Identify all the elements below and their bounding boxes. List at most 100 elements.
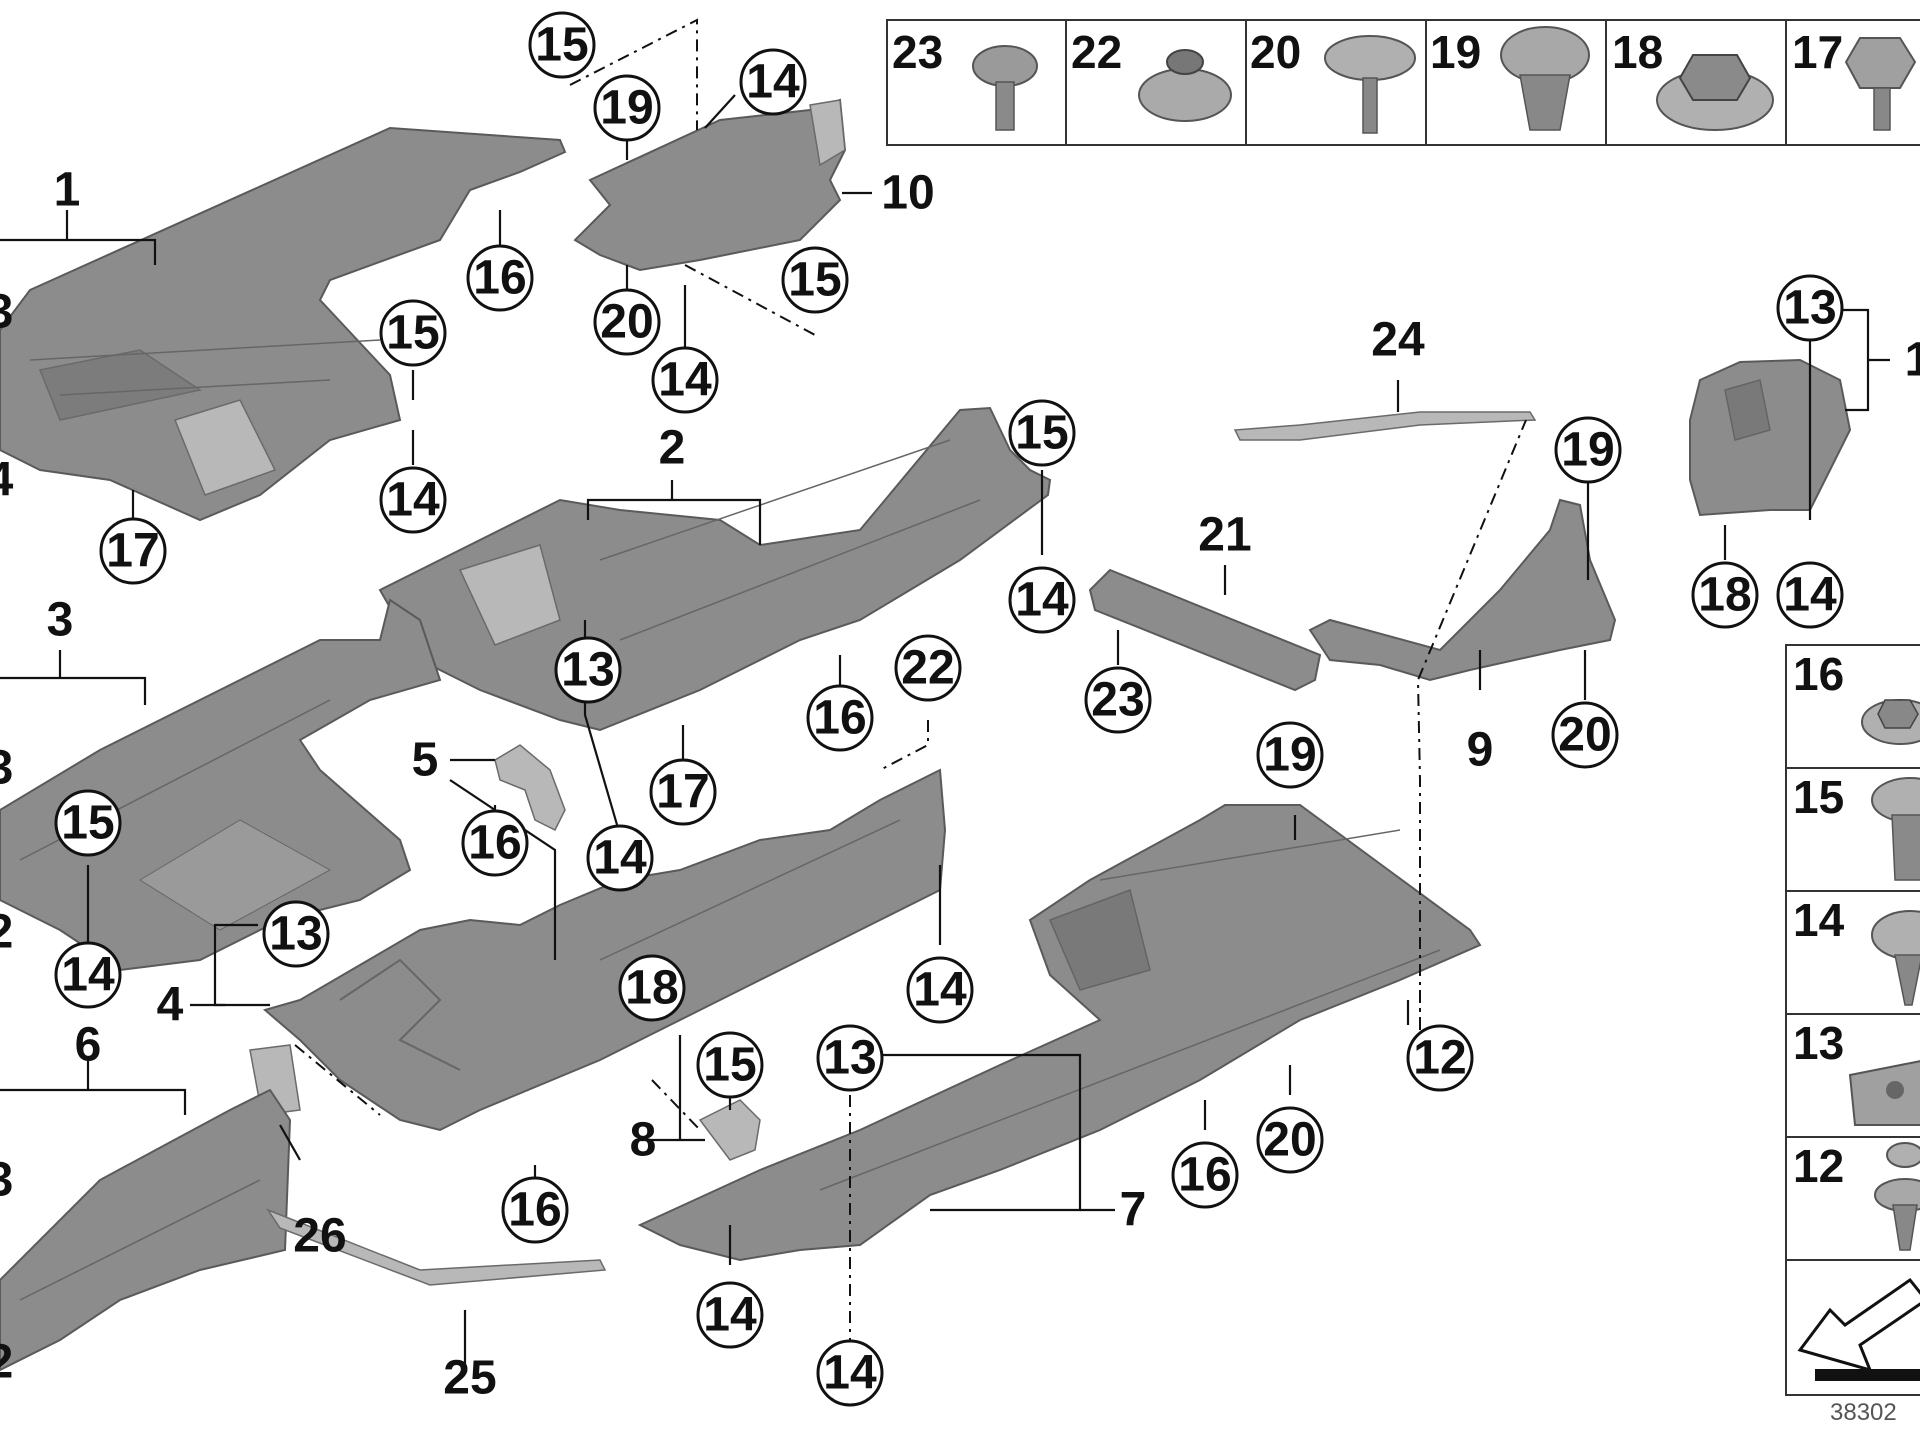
callout-circle: 16 bbox=[501, 1176, 569, 1244]
push-rivet-icon bbox=[1871, 910, 1920, 1006]
callout-circle: 14 bbox=[816, 1339, 884, 1407]
svg-text:14: 14 bbox=[823, 1347, 877, 1400]
view-direction-icon bbox=[1797, 1277, 1920, 1381]
fastener-cell-15: 15 bbox=[1793, 771, 1920, 881]
fastener-label-18: 18 bbox=[1612, 26, 1663, 78]
callout-circle: 16 bbox=[461, 809, 529, 877]
edge-label: 3 bbox=[0, 742, 13, 795]
edge-label: 1 bbox=[1905, 334, 1920, 387]
edge-label: 3 bbox=[0, 1154, 13, 1207]
fastener-cell-16: 16 bbox=[1793, 648, 1920, 745]
part-number-label: 5 bbox=[412, 734, 439, 787]
callout-circle: 14 bbox=[379, 466, 447, 534]
part-7-long-panel bbox=[637, 804, 1482, 1262]
fastener-cell-22: 22 bbox=[1071, 26, 1232, 122]
part-number-label: 26 bbox=[293, 1210, 346, 1263]
fastener-label-22: 22 bbox=[1071, 26, 1122, 78]
part-11-wheel-arch bbox=[1689, 358, 1852, 517]
callout-circle: 13 bbox=[816, 1024, 884, 1092]
callout-circle: 13 bbox=[262, 900, 330, 968]
svg-text:14: 14 bbox=[703, 1289, 757, 1342]
part-number-label: 8 bbox=[630, 1114, 657, 1167]
svg-text:13: 13 bbox=[561, 644, 614, 697]
svg-text:15: 15 bbox=[535, 19, 588, 72]
svg-text:15: 15 bbox=[788, 254, 841, 307]
fastener-label-20: 20 bbox=[1250, 26, 1301, 78]
edge-label: 2 bbox=[0, 1336, 13, 1389]
part-5-bracket bbox=[494, 744, 566, 832]
part-9-bracket bbox=[1308, 498, 1617, 682]
callout-circle: 15 bbox=[696, 1031, 764, 1099]
fastener-cell-14: 14 bbox=[1793, 894, 1920, 1006]
fastener-cell-12: 12 bbox=[1793, 1140, 1920, 1251]
svg-text:18: 18 bbox=[625, 962, 678, 1015]
svg-text:14: 14 bbox=[61, 949, 115, 1002]
svg-text:14: 14 bbox=[593, 832, 647, 885]
svg-text:14: 14 bbox=[1015, 574, 1069, 627]
svg-text:17: 17 bbox=[656, 766, 709, 819]
hex-bolt-icon bbox=[1844, 37, 1917, 131]
part-number-label: 4 bbox=[157, 979, 184, 1032]
svg-text:22: 22 bbox=[901, 642, 954, 695]
fastener-cell-13: 13 bbox=[1793, 1017, 1920, 1126]
part-number-label: 24 bbox=[1371, 314, 1425, 367]
part-6-front-panel bbox=[0, 1088, 292, 1372]
part-number-label: 6 bbox=[75, 1019, 102, 1072]
callout-circle: 14 bbox=[651, 346, 719, 414]
callout-circle: 15 bbox=[1008, 399, 1076, 467]
clip-nut-icon bbox=[1500, 26, 1590, 131]
callout-circle: 16 bbox=[466, 244, 534, 312]
edge-label: 3 bbox=[0, 286, 13, 339]
part-24-strut bbox=[1233, 411, 1537, 441]
callout-circle: 17 bbox=[649, 758, 717, 826]
callout-circle: 13 bbox=[1776, 274, 1844, 342]
reference-code: 38302 bbox=[1830, 1399, 1897, 1426]
callout-circle: 14 bbox=[1776, 561, 1844, 629]
fastener-label-23: 23 bbox=[892, 26, 943, 78]
callout-circle: 19 bbox=[593, 74, 661, 142]
svg-text:17: 17 bbox=[106, 525, 159, 578]
callout-circle: 14 bbox=[586, 824, 654, 892]
part-number-label: 21 bbox=[1198, 509, 1251, 562]
svg-text:15: 15 bbox=[1015, 407, 1068, 460]
svg-text:19: 19 bbox=[600, 82, 653, 135]
svg-text:20: 20 bbox=[1558, 709, 1611, 762]
callout-circle: 18 bbox=[1691, 561, 1759, 629]
svg-text:20: 20 bbox=[1263, 1114, 1316, 1167]
leader-lines bbox=[0, 18, 1890, 1365]
callout-circle: 14 bbox=[1008, 566, 1076, 634]
fastener-label-14: 14 bbox=[1793, 894, 1845, 946]
fastener-label-16: 16 bbox=[1793, 648, 1844, 700]
fastener-label-12: 12 bbox=[1793, 1140, 1844, 1192]
callout-circle: 13 bbox=[554, 636, 622, 704]
part-number-label: 2 bbox=[659, 422, 686, 475]
svg-text:15: 15 bbox=[703, 1039, 756, 1092]
part-8-bracket bbox=[698, 1099, 761, 1161]
callout-circle: 22 bbox=[894, 634, 962, 702]
svg-text:18: 18 bbox=[1698, 569, 1751, 622]
callout-circle: 19 bbox=[1554, 416, 1622, 484]
callout-circle: 16 bbox=[1171, 1141, 1239, 1209]
callout-circle: 15 bbox=[528, 11, 596, 79]
fastener-header-table: 23 22 20 19 bbox=[886, 19, 1920, 146]
callout-circle: 17 bbox=[99, 517, 167, 585]
edge-label: 4 bbox=[0, 454, 14, 507]
hex-nut-icon bbox=[1861, 699, 1920, 745]
part-21-plate bbox=[1088, 568, 1322, 692]
fastener-cell-18: 18 bbox=[1612, 26, 1774, 131]
fastener-label-17: 17 bbox=[1792, 26, 1843, 78]
part-3-left-panel bbox=[0, 598, 442, 972]
svg-text:14: 14 bbox=[746, 56, 800, 109]
callout-circle: 14 bbox=[906, 956, 974, 1024]
svg-text:14: 14 bbox=[913, 964, 967, 1017]
callout-circle: 15 bbox=[54, 789, 122, 857]
callout-circle: 18 bbox=[618, 954, 686, 1022]
svg-text:20: 20 bbox=[600, 296, 653, 349]
fastener-column-table: 16 15 14 13 bbox=[1785, 644, 1920, 1396]
callout-circle: 15 bbox=[379, 299, 447, 367]
fastener-cell-20: 20 bbox=[1250, 26, 1416, 134]
callout-circle: 19 bbox=[1256, 721, 1324, 789]
svg-text:23: 23 bbox=[1091, 674, 1144, 727]
callout-circle: 12 bbox=[1406, 1024, 1474, 1092]
